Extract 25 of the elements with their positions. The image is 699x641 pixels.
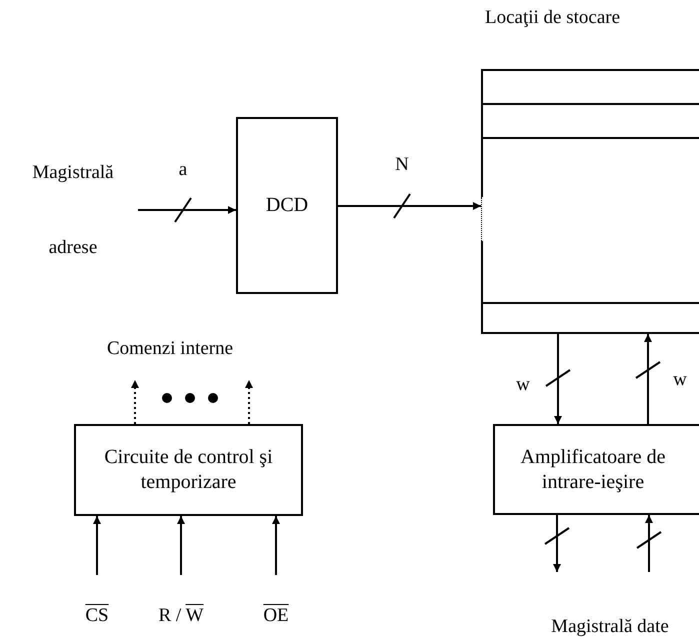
signal-label: OE	[256, 575, 296, 627]
arrow	[338, 202, 481, 210]
bus-label: Magistrală date	[545, 572, 675, 638]
edge-label: w	[516, 374, 530, 396]
output-label: Comenzi interne	[70, 338, 270, 380]
dotted-arrow	[131, 380, 139, 424]
arrow	[177, 516, 185, 575]
arrow	[272, 516, 280, 575]
block-box: Circuite de control şi temporizare	[74, 424, 303, 516]
block-box: Amplificatoare de intrare-ieşire	[493, 424, 699, 515]
arrow	[645, 515, 653, 572]
arrow	[138, 206, 236, 214]
arrow	[93, 516, 101, 575]
edge-label: w	[673, 369, 687, 391]
arrow	[644, 334, 652, 424]
bus-label: Magistrală adrese	[8, 135, 138, 285]
dotted-arrow	[245, 380, 253, 424]
block-box: DCD	[236, 117, 338, 294]
signal-label: CS	[78, 575, 116, 627]
arrow	[553, 515, 561, 572]
edge-label: N	[395, 154, 409, 176]
storage-heading: Locaţii de stocare	[485, 7, 620, 29]
signal-label: R / W	[148, 575, 214, 627]
arrow	[554, 334, 562, 424]
edge-label: a	[178, 159, 188, 181]
